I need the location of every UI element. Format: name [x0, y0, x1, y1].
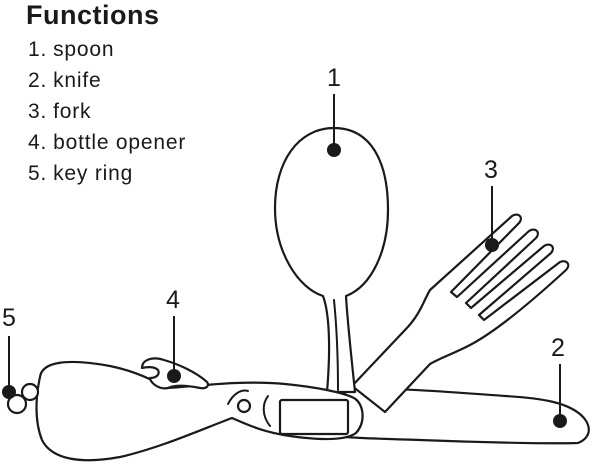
- callout-number-1: 1: [327, 64, 341, 92]
- callout-spoon: 1: [327, 64, 341, 157]
- callout-key-ring: 5: [2, 304, 16, 399]
- spoon: [273, 126, 390, 394]
- list-item-number: 4.: [28, 131, 48, 154]
- list-item-key-ring: 5.key ring: [28, 158, 192, 189]
- callout-number-2: 2: [551, 334, 565, 362]
- list-item-fork: 3.fork: [28, 96, 192, 127]
- callout-dot: [553, 414, 567, 428]
- list-item-number: 1.: [28, 38, 48, 61]
- list-item-spoon: 1.spoon: [28, 34, 192, 65]
- list-item-number: 2.: [28, 69, 48, 92]
- list-item-label: key ring: [53, 162, 134, 185]
- function-list: 1.spoon 2.knife 3.fork 4.bottle opener 5…: [28, 34, 192, 189]
- callout-fork: 3: [484, 156, 499, 252]
- handle-label-plate: [278, 398, 350, 436]
- list-item-label: bottle opener: [53, 131, 187, 154]
- list-item-number: 3.: [28, 100, 48, 123]
- key-ring: [6, 382, 40, 415]
- callout-number-5: 5: [2, 304, 16, 332]
- list-item-number: 5.: [28, 162, 48, 185]
- list-item-label: knife: [53, 69, 102, 92]
- callout-number-3: 3: [484, 156, 498, 184]
- list-item-label: spoon: [53, 38, 115, 61]
- callout-dot: [2, 385, 16, 399]
- callout-bottle-opener: 4: [166, 286, 181, 383]
- legend-title: Functions: [26, 0, 160, 30]
- knife-blade: [343, 386, 590, 445]
- fork: [350, 213, 570, 414]
- callout-knife: 2: [551, 334, 567, 428]
- callout-dot: [327, 143, 341, 157]
- callout-number-4: 4: [166, 286, 180, 314]
- handle-rivet: [236, 398, 252, 414]
- callout-dot: [485, 238, 499, 252]
- list-item-knife: 2.knife: [28, 65, 192, 96]
- list-item-bottle-opener: 4.bottle opener: [28, 127, 192, 158]
- callout-dot: [167, 369, 181, 383]
- list-item-label: fork: [53, 100, 92, 123]
- tool-handle: [35, 360, 364, 462]
